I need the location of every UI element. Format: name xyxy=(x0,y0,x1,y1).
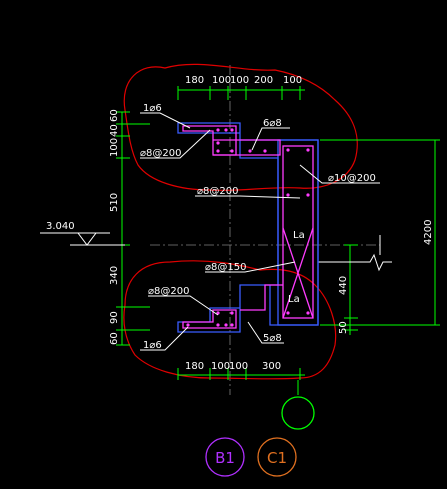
bottom-dim-label: 100 xyxy=(229,361,248,372)
top-dim-label: 200 xyxy=(254,75,273,86)
leader-top-1d6 xyxy=(140,112,191,129)
top-stirrup-label: ⌀8@200 xyxy=(140,148,181,159)
bottom-beam-link xyxy=(240,284,283,311)
bottom-dim-label: 180 xyxy=(185,361,204,372)
leader-bot-bars xyxy=(247,321,284,344)
axis-bubble-b1-label: B1 xyxy=(215,449,235,467)
column-outline xyxy=(277,139,319,326)
rebar-dots xyxy=(186,128,310,327)
overall-dim-label: 4200 xyxy=(423,220,434,245)
leader-bot-1d6 xyxy=(140,326,189,351)
axis-bubble-c1[interactable] xyxy=(257,437,297,477)
leader-top-bars xyxy=(251,127,290,151)
leader-col-stirrup xyxy=(299,164,380,184)
leader-top-stirrup xyxy=(140,129,211,159)
top-1d6-label: 1⌀6 xyxy=(143,103,162,114)
mid-stirrup-label: ⌀8@200 xyxy=(197,186,238,197)
right-dim-label: 440 xyxy=(338,276,349,295)
axis-bubble-b1[interactable] xyxy=(205,437,245,477)
axis-bubble-main[interactable] xyxy=(281,396,315,430)
lower-stirrup-150-label: ⌀8@150 xyxy=(205,262,246,273)
top-bars-label: 6⌀8 xyxy=(263,118,282,129)
top-dim-label: 180 xyxy=(185,75,204,86)
top-dim-label: 100 xyxy=(283,75,302,86)
leader-lower-stirrup-150 xyxy=(205,261,296,273)
revision-cloud-top xyxy=(123,63,358,191)
leader-mid-stirrup xyxy=(195,195,301,199)
left-dim-label: 60 xyxy=(109,332,120,345)
la-top-label: La xyxy=(293,230,305,241)
lower-stirrup-200-label: ⌀8@200 xyxy=(148,286,189,297)
right-dim-label: 50 xyxy=(338,321,349,334)
la-bot-label: La xyxy=(288,294,300,305)
leader-lower-stirrup-200 xyxy=(148,295,219,316)
col-stirrup-label: ⌀10@200 xyxy=(328,173,376,184)
bottom-beam-stirrup xyxy=(182,309,237,329)
bot-1d6-label: 1⌀6 xyxy=(143,340,162,351)
elevation-triangle-icon xyxy=(77,232,97,246)
left-dim-label: 40 xyxy=(109,124,120,137)
column-stirrup xyxy=(282,145,314,319)
top-dim-label: 100 xyxy=(230,75,249,86)
break-symbol-icon xyxy=(318,253,392,272)
left-dim-label: 510 xyxy=(109,193,120,212)
bot-bars-label: 5⌀8 xyxy=(263,333,282,344)
elevation-label: 3.040 xyxy=(46,221,75,232)
axis-bubble-c1-label: C1 xyxy=(267,449,287,467)
bottom-dim-label: 100 xyxy=(211,361,230,372)
bottom-dim-label: 300 xyxy=(262,361,281,372)
left-dim-label: 90 xyxy=(109,311,120,324)
top-dim-label: 100 xyxy=(212,75,231,86)
la-diagonal xyxy=(282,227,314,319)
revision-cloud-bottom xyxy=(123,260,337,380)
left-dim-label: 340 xyxy=(109,266,120,285)
top-beam-link xyxy=(213,139,281,156)
left-dim-label: 100 xyxy=(109,138,120,157)
left-dim-label: 60 xyxy=(109,109,120,122)
